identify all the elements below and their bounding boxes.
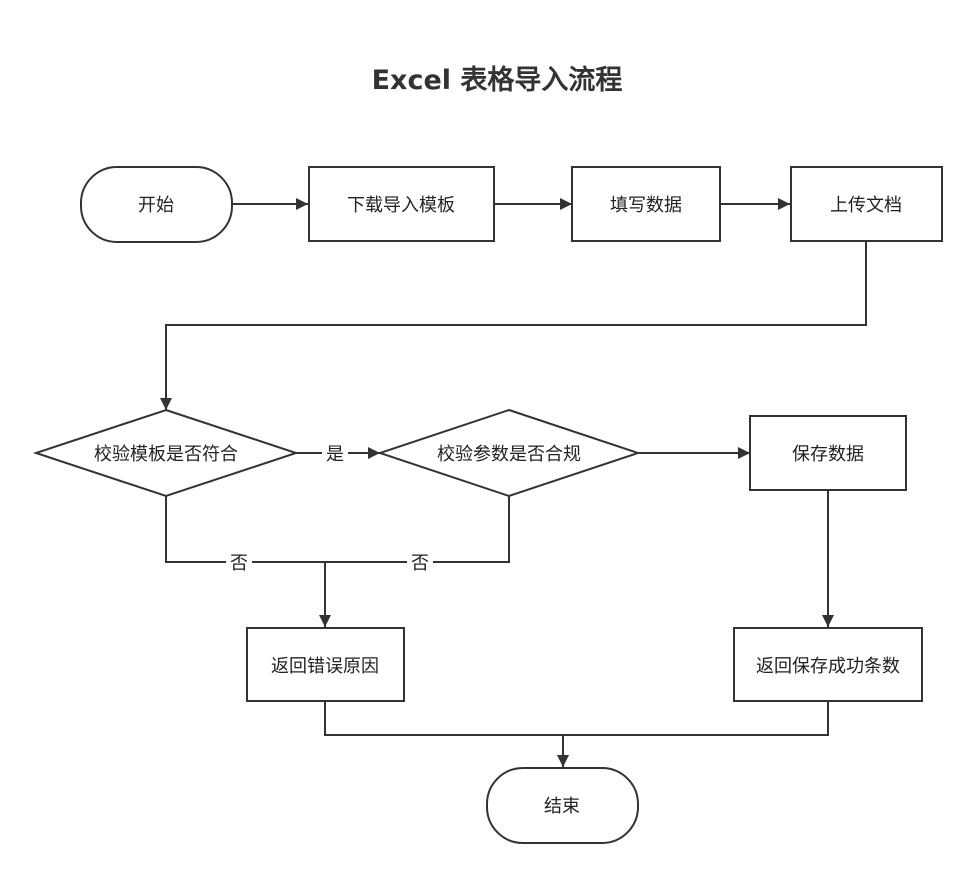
node-upload-document-label: 上传文档 xyxy=(830,195,902,216)
node-check-template: 校验模板是否符合 xyxy=(32,408,300,498)
edge-upload-to-check-template xyxy=(160,242,867,410)
edge-label-no-params: 否 xyxy=(411,553,429,574)
edge-label-yes: 是 xyxy=(326,444,344,465)
node-upload-document: 上传文档 xyxy=(790,166,943,242)
node-start: 开始 xyxy=(80,166,233,243)
node-return-count: 返回保存成功条数 xyxy=(733,627,923,702)
node-start-label: 开始 xyxy=(138,195,174,216)
node-check-params-label: 校验参数是否合规 xyxy=(437,444,581,465)
node-end-label: 结束 xyxy=(544,796,580,817)
node-save-data: 保存数据 xyxy=(749,415,907,491)
diagram-title: Excel 表格导入流程 xyxy=(372,65,623,96)
node-download-template-label: 下载导入模板 xyxy=(347,195,455,216)
node-fill-data-label: 填写数据 xyxy=(610,195,682,216)
node-end: 结束 xyxy=(486,767,639,844)
node-fill-data: 填写数据 xyxy=(571,166,721,242)
node-check-template-label: 校验模板是否符合 xyxy=(94,444,238,465)
node-check-params: 校验参数是否合规 xyxy=(376,408,642,498)
node-save-data-label: 保存数据 xyxy=(792,444,864,465)
edge-error-to-end xyxy=(324,702,569,767)
node-return-count-label: 返回保存成功条数 xyxy=(756,656,900,677)
edge-check-params-to-error xyxy=(325,496,510,563)
node-return-error: 返回错误原因 xyxy=(246,627,405,702)
node-download-template: 下载导入模板 xyxy=(308,166,495,242)
node-return-error-label: 返回错误原因 xyxy=(271,656,379,677)
edge-return-count-to-end xyxy=(563,702,829,736)
edge-label-no-template: 否 xyxy=(230,553,248,574)
